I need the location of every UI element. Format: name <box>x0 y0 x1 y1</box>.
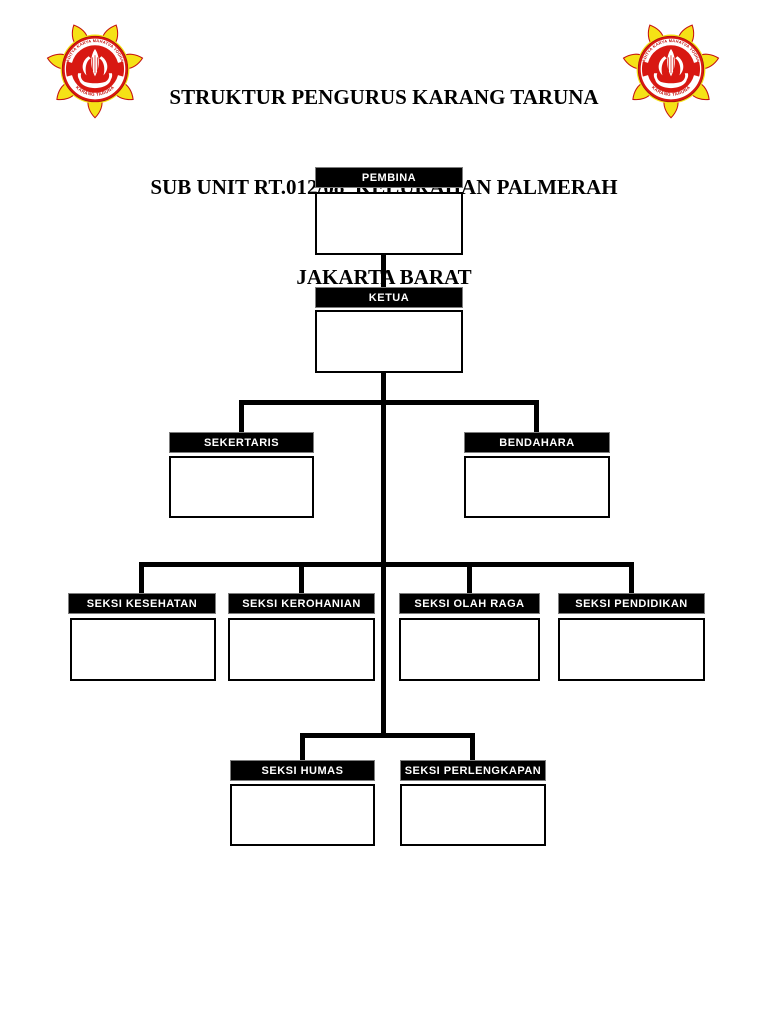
seksi-pendidikan-name-box <box>558 618 705 681</box>
ketua-title-bar: KETUA <box>315 287 463 308</box>
karang-taruna-emblem-icon: ADITYA KARYA MAHATVA YODHA KARANG TARUNA <box>622 24 720 119</box>
bendahara-name-box <box>464 456 610 518</box>
connector-drop-seksi-humas <box>300 733 305 760</box>
ketua-name-box <box>315 310 463 373</box>
seksi-humas-title-bar: SEKSI HUMAS <box>230 760 375 781</box>
seksi-pendidikan-title-bar: SEKSI PENDIDIKAN <box>558 593 705 614</box>
connector-drop-bendahara <box>534 400 539 432</box>
connector-row3-horizontal <box>139 562 634 567</box>
pembina-name-box <box>315 192 463 255</box>
sekertaris-name-box <box>169 456 314 518</box>
seksi-kesehatan-title-bar: SEKSI KESEHATAN <box>68 593 216 614</box>
connector-drop-seksi-kerohanian <box>299 562 304 593</box>
connector-drop-sekertaris <box>239 400 244 432</box>
karang-taruna-logo-left: ADITYA KARYA MAHATVA YODHA KARANG TARUNA <box>42 16 148 122</box>
pembina-title-bar: PEMBINA <box>315 167 463 188</box>
connector-drop-seksi-pendidikan <box>629 562 634 593</box>
karang-taruna-emblem-icon: ADITYA KARYA MAHATVA YODHA KARANG TARUNA <box>46 24 144 119</box>
connector-row4-horizontal <box>300 733 475 738</box>
seksi-kerohanian-title-bar: SEKSI KEROHANIAN <box>228 593 375 614</box>
bendahara-title-bar: BENDAHARA <box>464 432 610 453</box>
sekertaris-title-bar: SEKERTARIS <box>169 432 314 453</box>
connector-drop-seksi-kesehatan <box>139 562 144 593</box>
title-line-3: JAKARTA BARAT <box>296 265 472 289</box>
connector-pembina-ketua <box>381 255 386 287</box>
title-line-1: STRUKTUR PENGURUS KARANG TARUNA <box>169 85 599 109</box>
connector-drop-seksi-perlengkapan <box>470 733 475 760</box>
connector-drop-seksi-olah-raga <box>467 562 472 593</box>
seksi-humas-name-box <box>230 784 375 846</box>
seksi-kerohanian-name-box <box>228 618 375 681</box>
seksi-perlengkapan-title-bar: SEKSI PERLENGKAPAN <box>400 760 546 781</box>
seksi-kesehatan-name-box <box>70 618 216 681</box>
connector-trunk <box>381 373 386 738</box>
seksi-olah-raga-name-box <box>399 618 540 681</box>
karang-taruna-logo-right: ADITYA KARYA MAHATVA YODHA KARANG TARUNA <box>618 16 724 122</box>
connector-row2-horizontal <box>239 400 539 405</box>
seksi-perlengkapan-name-box <box>400 784 546 846</box>
seksi-olah-raga-title-bar: SEKSI OLAH RAGA <box>399 593 540 614</box>
